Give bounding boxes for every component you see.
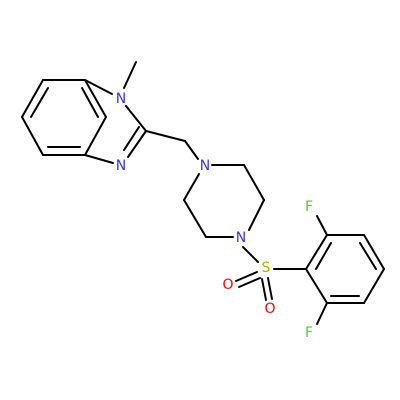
bond (363, 234, 385, 270)
atom-label-oxygen-bottom: O (264, 301, 275, 317)
atom-label-n-piperazine-bottom: N (236, 230, 246, 246)
bond (84, 154, 114, 164)
bond (127, 130, 147, 158)
bond (183, 173, 200, 201)
bond (21, 79, 44, 118)
bond (242, 246, 259, 263)
bond (84, 79, 107, 118)
bond (305, 268, 328, 304)
bond (243, 164, 265, 201)
atom-label-n-imine: N (116, 158, 126, 174)
bond-double-inner (30, 87, 49, 118)
bond-double (267, 277, 273, 300)
bond (84, 116, 107, 156)
bond (123, 61, 137, 89)
atom-label-n-piperazine-top: N (200, 158, 210, 174)
bond-double-inner (359, 242, 377, 270)
bond-double (123, 126, 140, 151)
bond (125, 105, 147, 132)
bond (184, 140, 199, 160)
bond (363, 268, 385, 304)
bond-double-inner (81, 87, 99, 118)
bond-double (261, 278, 267, 301)
bond (248, 199, 265, 231)
bond-double-inner (315, 242, 332, 270)
bond (145, 130, 186, 142)
bond (316, 302, 328, 325)
atom-label-n-methyl: N (116, 91, 126, 107)
atom-label-oxygen-left: O (222, 277, 233, 293)
bond (316, 215, 328, 236)
bond (84, 79, 113, 95)
bond (183, 199, 207, 238)
atom-label-layer: N N N N S O O F F (116, 91, 313, 341)
atom-label-sulfur: S (262, 260, 271, 276)
bond-double (235, 271, 258, 282)
bond-double (238, 277, 261, 288)
bond (305, 234, 328, 270)
atom-label-fluorine-bottom: F (305, 325, 313, 341)
atom-label-fluorine-top: F (305, 199, 313, 215)
bond-layer (21, 61, 385, 325)
bond (21, 116, 44, 156)
